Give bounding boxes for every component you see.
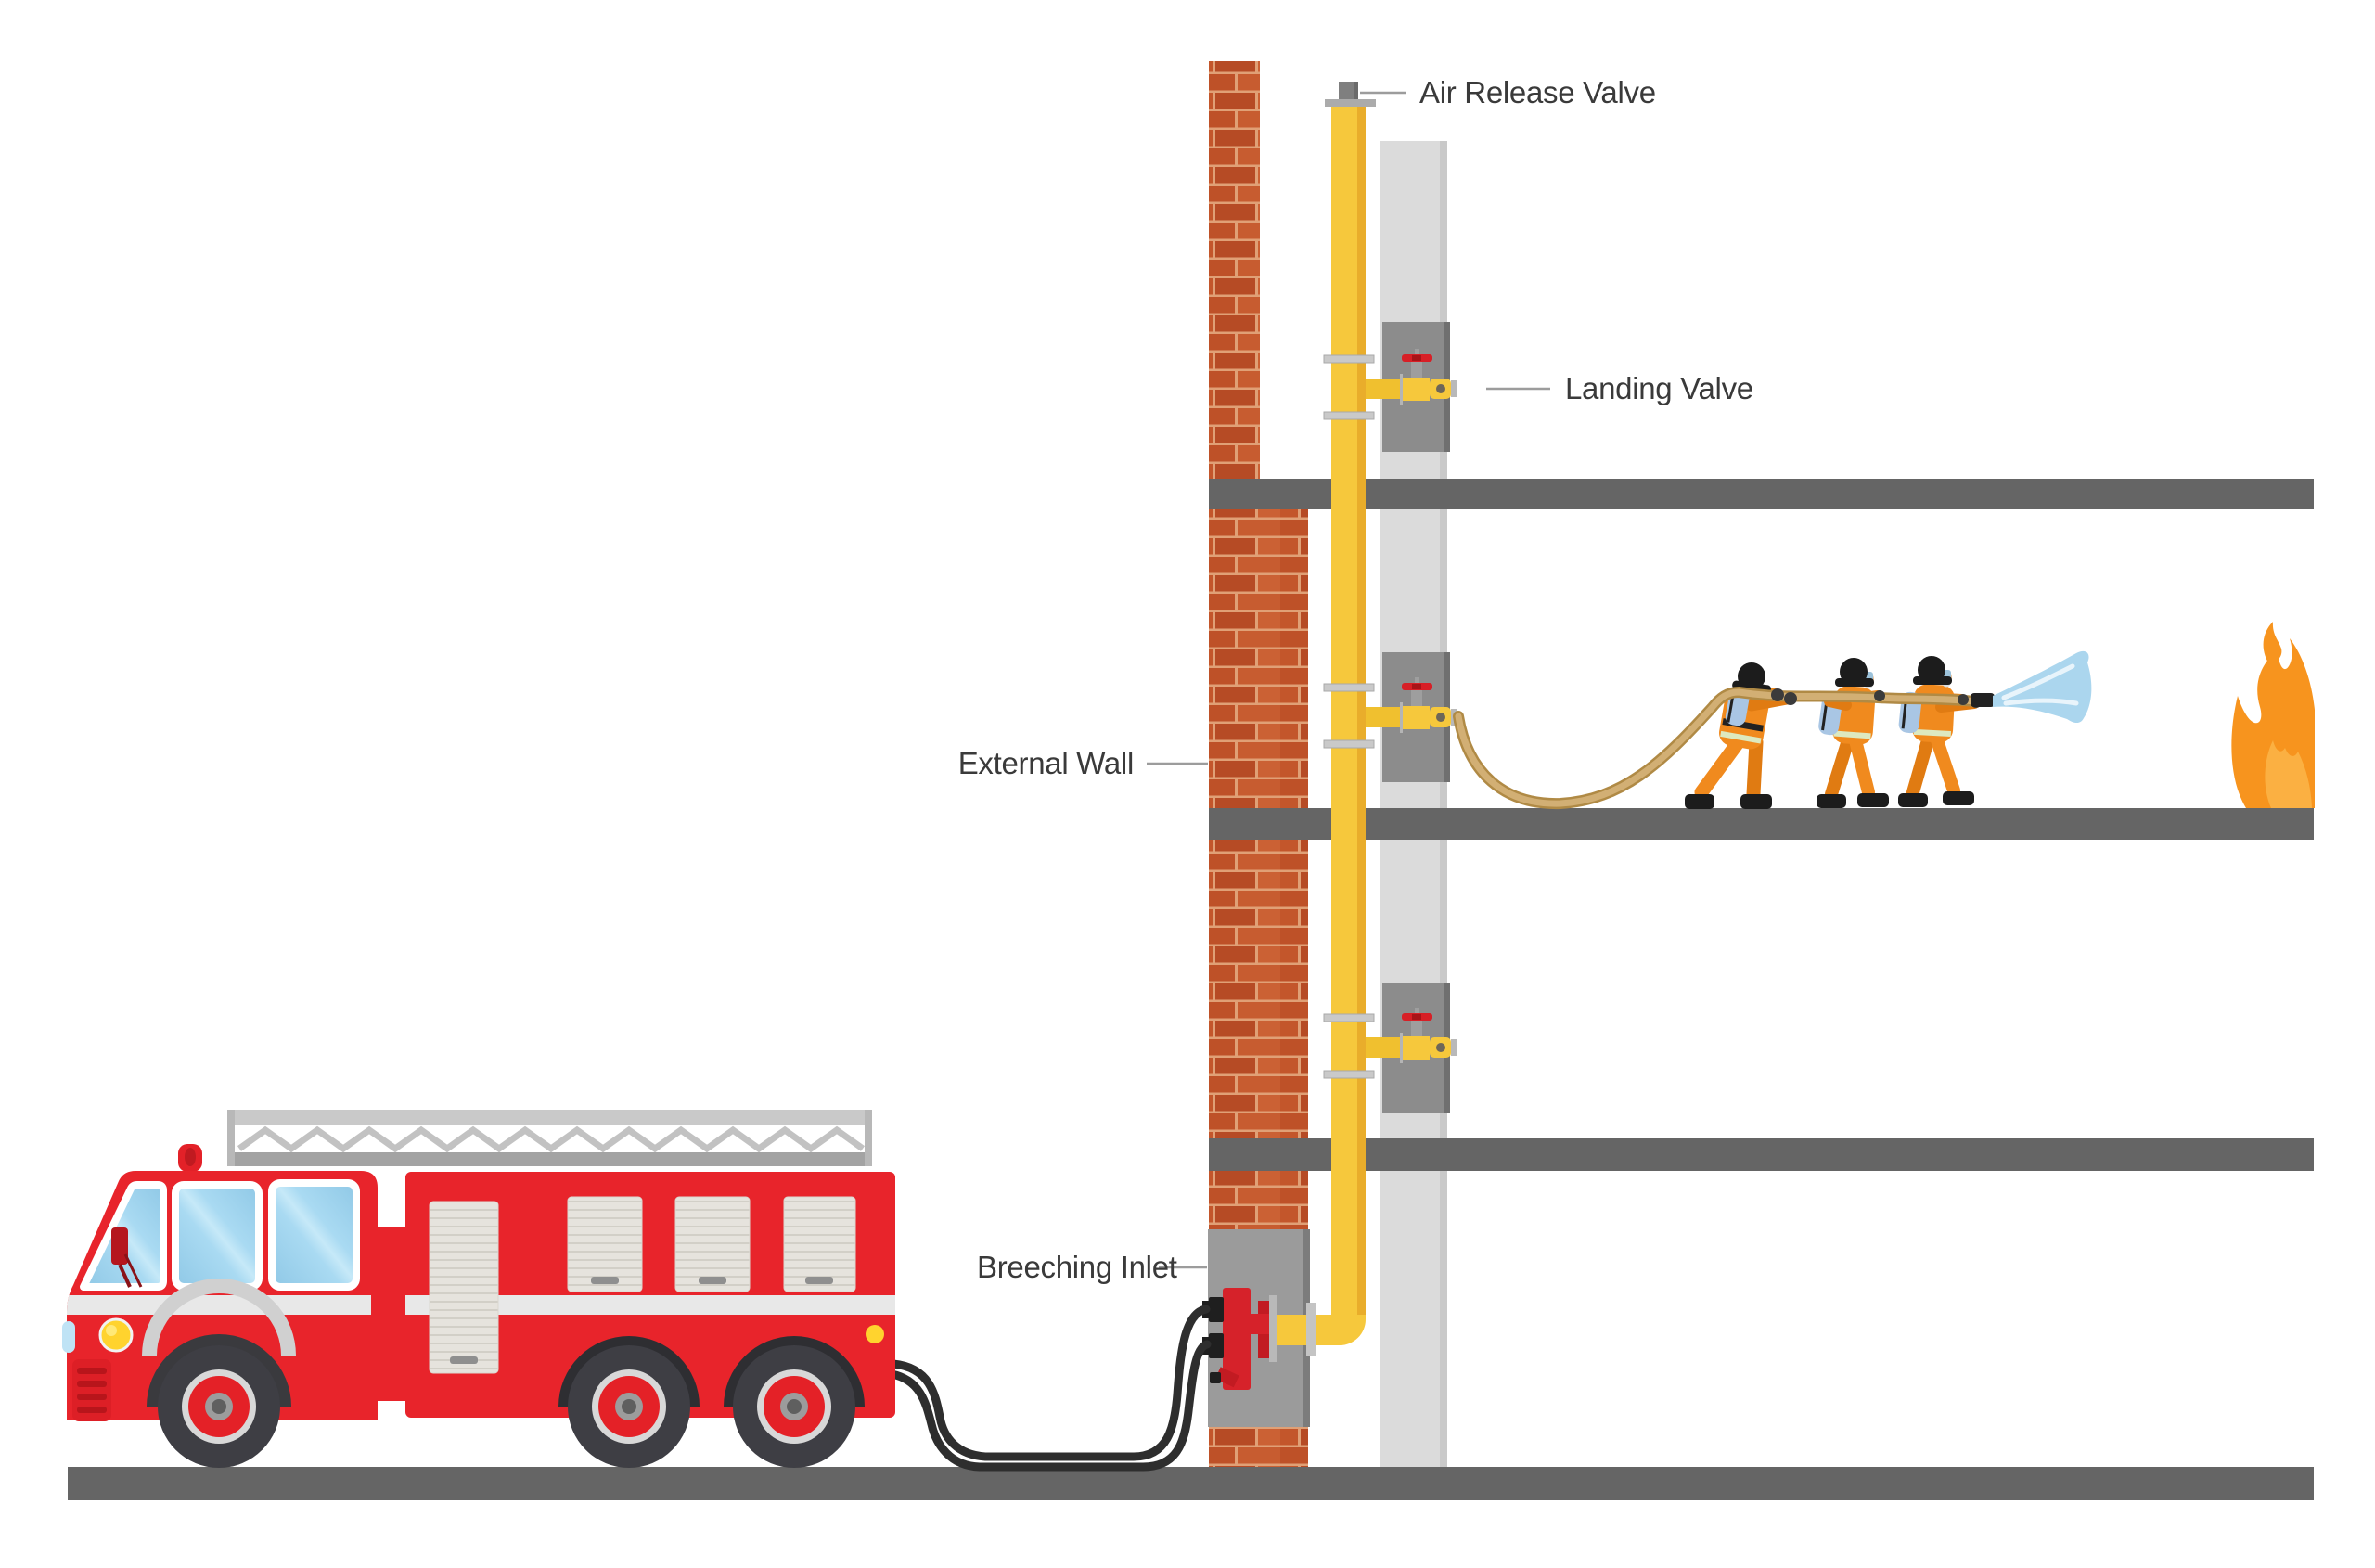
cab-stripe	[67, 1295, 378, 1315]
annotations	[1147, 91, 1550, 1269]
annotation-texts: Air Release Valve Landing Valve External…	[958, 75, 1753, 1284]
rear-marker-light	[866, 1325, 884, 1343]
landing-valves	[1366, 349, 1457, 1063]
firefighter-1	[1685, 662, 1793, 809]
truck-wheel-rear-1	[568, 1345, 690, 1468]
side-mirror	[111, 1227, 143, 1288]
hose-nozzle	[1771, 688, 1995, 708]
truck-wheel-front	[158, 1345, 280, 1468]
body-stripe	[405, 1295, 895, 1315]
shutter-door-3	[783, 1196, 856, 1292]
wall-penetration-flange	[1306, 1303, 1316, 1356]
water-spray	[1993, 650, 2092, 724]
fire-flames	[2231, 622, 2315, 808]
firefighter-3	[1898, 656, 1980, 807]
firefighter-2	[1817, 658, 1889, 808]
truck-connector	[371, 1227, 405, 1401]
truck-wheel-rear-2	[733, 1345, 855, 1468]
attack-hose	[1453, 686, 1980, 810]
firefighters	[1685, 656, 1980, 809]
landing-valve-1	[1366, 349, 1457, 405]
pipe-clamps	[1323, 354, 1375, 1079]
front-marker-light	[62, 1321, 75, 1353]
truck-cab	[62, 1171, 378, 1421]
label-air-release-valve: Air Release Valve	[1419, 75, 1656, 109]
riser-pipe	[1276, 82, 1376, 1356]
truck-ladder	[227, 1110, 872, 1166]
front-fender	[142, 1279, 296, 1356]
ground	[68, 1467, 2314, 1500]
shutter-door-tall	[429, 1201, 499, 1374]
cab-window-1	[172, 1181, 263, 1291]
pipe-elbow	[1276, 1315, 1366, 1345]
floor-slab-1	[1209, 479, 2314, 509]
shutter-door-2	[674, 1196, 751, 1292]
shutter-door-1	[567, 1196, 643, 1292]
label-breeching-inlet: Breeching Inlet	[977, 1250, 1177, 1284]
floor-slab-3	[1209, 1138, 2314, 1171]
label-landing-valve: Landing Valve	[1565, 371, 1753, 405]
fire-truck	[62, 1110, 895, 1468]
cab-window-2	[268, 1179, 360, 1291]
supply-hoses	[887, 1305, 1212, 1472]
floor-slab-2	[1209, 808, 2314, 840]
label-external-wall: External Wall	[958, 746, 1134, 780]
beacon-light	[178, 1144, 202, 1172]
drain-valve	[1214, 1367, 1239, 1388]
headlight	[98, 1317, 134, 1353]
landing-valve-3	[1366, 1008, 1457, 1063]
air-release-valve	[1325, 82, 1376, 107]
front-grille	[72, 1359, 111, 1421]
